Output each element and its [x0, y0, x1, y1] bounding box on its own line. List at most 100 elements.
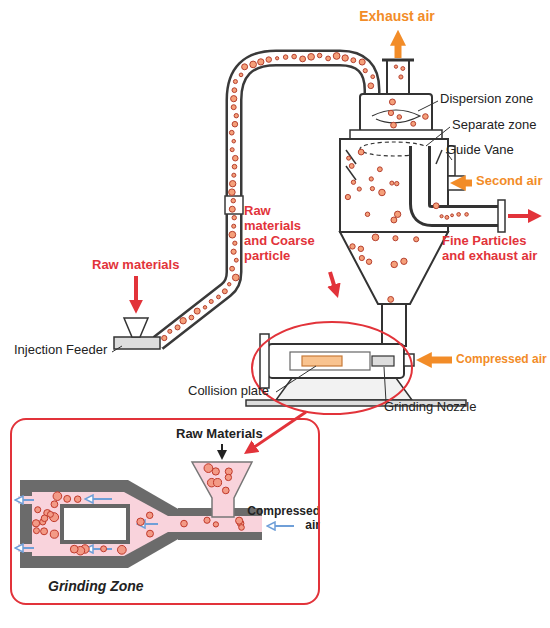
flow-label: Exhaust air	[342, 8, 452, 24]
exhaust-arrow	[395, 41, 402, 58]
particle	[371, 75, 375, 79]
particle	[342, 55, 348, 61]
dispersion-chamber	[360, 94, 432, 132]
flow-label: Fine Particles and exhaust air	[442, 234, 550, 264]
feeder-hopper	[124, 318, 148, 337]
particle	[372, 234, 379, 241]
particle	[275, 57, 278, 60]
particle	[229, 231, 236, 238]
particle	[388, 110, 393, 115]
collision-plate	[62, 506, 128, 542]
particle	[212, 468, 219, 475]
particle	[292, 54, 297, 59]
second-air-arrow	[461, 180, 472, 187]
particle	[368, 83, 374, 89]
raw-material-arrow	[134, 276, 138, 304]
particle	[70, 545, 78, 553]
particle	[101, 546, 107, 552]
particle	[175, 325, 180, 330]
particle	[232, 88, 237, 93]
particle	[414, 237, 419, 242]
leader-line	[384, 367, 386, 402]
particle	[231, 249, 236, 254]
particle	[333, 53, 340, 60]
leader-line	[418, 101, 438, 111]
particle	[41, 528, 48, 535]
particle	[399, 75, 403, 79]
particle	[423, 114, 429, 120]
particle	[232, 224, 236, 228]
particle	[359, 59, 365, 65]
grinding-nozzle	[372, 356, 394, 366]
particle	[411, 121, 416, 126]
particle	[363, 69, 367, 73]
particle	[236, 517, 243, 524]
particle	[51, 501, 58, 508]
particle	[230, 181, 236, 187]
particle	[53, 492, 62, 501]
particle	[440, 215, 443, 218]
exit-port	[18, 544, 34, 552]
part-label: Collision plate	[188, 384, 288, 399]
particle	[350, 244, 355, 249]
flow-label: Compressed air	[244, 505, 320, 533]
particle	[394, 211, 400, 217]
exhaust-flange	[382, 59, 414, 62]
pedestal	[276, 378, 412, 400]
particle	[393, 236, 398, 241]
particle	[222, 289, 227, 294]
particle	[365, 212, 369, 216]
particle	[35, 507, 41, 513]
flow-label: Compressed air	[456, 353, 550, 367]
flow-label: Raw materials	[92, 258, 202, 273]
particle	[33, 528, 39, 534]
particle	[232, 215, 236, 219]
nozzle-housing	[268, 344, 404, 378]
part-label: Guide Vane	[446, 143, 546, 158]
leader-line	[112, 346, 122, 352]
guide-vane-blade	[346, 150, 356, 164]
particle	[181, 520, 188, 527]
particle	[231, 105, 236, 110]
collision-plate	[302, 356, 342, 366]
particle	[391, 261, 397, 267]
particle	[232, 173, 236, 177]
particle	[379, 189, 386, 196]
particle	[146, 512, 152, 518]
part-label: Raw Materials	[176, 427, 286, 442]
particle	[391, 217, 397, 223]
flow-arrow	[21, 499, 34, 501]
particle	[74, 496, 81, 503]
particle	[457, 213, 461, 217]
guide-vane-blade	[436, 150, 442, 164]
flow-arrow	[91, 498, 112, 500]
particle	[47, 511, 53, 517]
flange	[350, 130, 442, 139]
particle	[317, 53, 321, 57]
particle	[232, 139, 236, 143]
particle	[204, 517, 210, 523]
particle	[351, 180, 355, 184]
leader-line	[276, 366, 316, 392]
particle	[451, 214, 454, 217]
particle	[345, 194, 350, 199]
pipe-joint	[225, 196, 243, 214]
particle	[230, 148, 234, 152]
particle	[213, 522, 218, 527]
particle	[266, 57, 272, 63]
fine-particle-arrow	[508, 214, 532, 218]
flow-arrow	[21, 547, 34, 549]
particle	[394, 65, 397, 68]
classifier-cone	[340, 232, 448, 304]
grinding-chamber	[290, 352, 370, 370]
particle	[180, 318, 186, 324]
particle	[395, 181, 399, 185]
flow-label: Second air	[476, 174, 550, 189]
particle	[390, 181, 394, 185]
particle	[370, 187, 374, 191]
part-label: Grinding Nozzle	[384, 400, 504, 415]
particle	[369, 177, 373, 181]
coarse-return-arrow	[330, 272, 335, 289]
particle	[258, 59, 264, 65]
